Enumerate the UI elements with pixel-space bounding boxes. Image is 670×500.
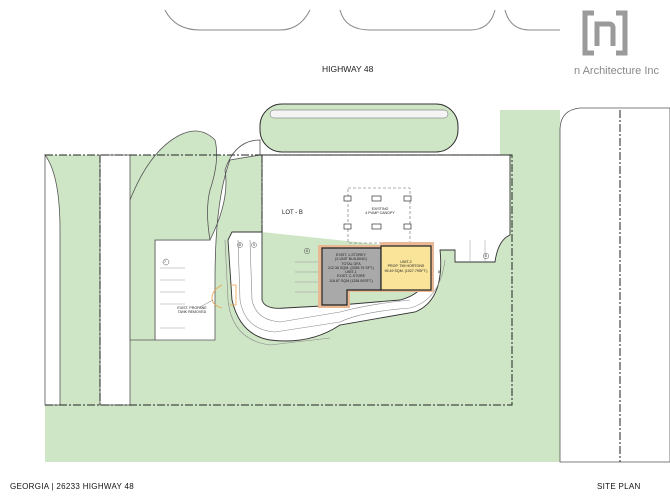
drive-thru-stalls [224, 239, 446, 346]
highway-curbs [164, 9, 560, 31]
existing-building-label: EXIST. 1-STOREY (2-UNIT BUILDING) TOTAL … [322, 253, 380, 283]
existing-building-line: TOTAL GFA [341, 261, 361, 266]
landscape-island-west [129, 130, 218, 341]
firm-name: n Architecture Inc [574, 65, 659, 77]
lot-label: LOT - B [282, 210, 303, 216]
propane-leader-line [199, 299, 214, 308]
propane-note: EXIST. PROPANE TANK REMOVED [172, 306, 212, 315]
highway-label: HIGHWAY 48 [322, 64, 374, 74]
east-road [559, 107, 670, 463]
parking-tag: 8 [239, 243, 241, 247]
existing-building-line: EXIST. C-STORE [336, 274, 366, 279]
firm-logo-icon [582, 10, 628, 56]
east-parking [469, 240, 490, 262]
proposed-unit-label: UNIT-2 PROP. TIM HORTONS 95.49 SQM. (102… [381, 260, 431, 273]
propane-note-line: EXIST. PROPANE [177, 306, 207, 310]
west-verge [44, 153, 61, 406]
pump-canopy [343, 187, 412, 244]
propane-tank-marker [211, 284, 237, 309]
landscape-east [500, 110, 560, 462]
existing-building-line: 116.87 SQM (1258.00SFT.) [329, 278, 373, 283]
parking-tag: 5 [485, 254, 487, 258]
proposed-unit-line: UNIT-2 [400, 260, 412, 264]
median-curb [269, 109, 449, 119]
existing-building-line: 212.36 SQM. (2285.75 SFT.) [328, 265, 374, 270]
west-access-road [99, 154, 131, 406]
existing-building-line: UNIT-1 [345, 270, 357, 275]
proposed-unit-line: PROP. TIM HORTONS [387, 264, 425, 269]
parking-tag: 7 [164, 260, 166, 264]
existing-building-line: (2-UNIT BUILDING) [335, 257, 367, 262]
propane-note-line: TANK REMOVED [177, 310, 207, 315]
proposed-unit [380, 245, 432, 291]
sheet-title: SITE PLAN [597, 482, 641, 491]
canopy-label: EXISTING 4 PUMP CANOPY [355, 207, 405, 216]
canopy-label-line: 4 PUMP CANOPY [365, 211, 395, 216]
parking-tag: 9 [253, 243, 255, 247]
property-line [45, 110, 621, 462]
proposed-unit-line: 95.49 SQM. (1027.79SFT.) [384, 268, 428, 273]
lot-parking-stalls [237, 242, 318, 293]
parking-tag: 6 [306, 249, 308, 253]
parking-tag: 8 [438, 270, 440, 274]
existing-building-line: EXIST. 1-STOREY [336, 253, 366, 257]
project-title: GEORGIA | 26233 HIGHWAY 48 [10, 482, 134, 491]
canopy-label-line: EXISTING [371, 207, 389, 211]
